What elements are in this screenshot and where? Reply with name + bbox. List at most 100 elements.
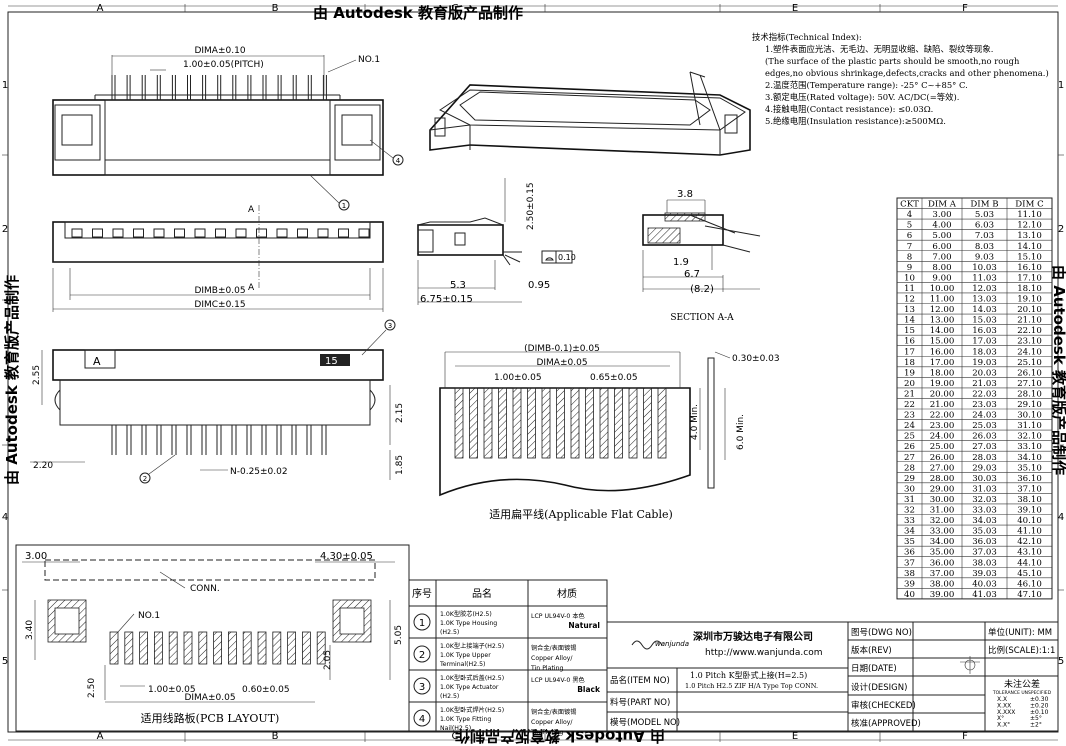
tolerance-value: ±0.20 [1030,702,1049,709]
pcb-250: 2.50 [87,678,97,698]
bottom-view: A 15 3 2 2.55 2.15 2.20 N-0.25±0.02 1.85 [30,319,405,484]
view-label-a: A [93,355,101,368]
ckt-cell: 16.00 [930,347,955,357]
approved-label: 核准(APPROVED) [851,718,921,729]
ckt-cell: 30.10 [1017,411,1042,421]
bom-header-no: 序号 [412,587,432,600]
ckt-cell: 13.03 [972,295,997,305]
fc-dima: DIMA±0.05 [536,358,587,368]
pcb-100: 1.00±0.05 [148,685,196,695]
ckt-cell: 26 [904,442,915,452]
cable-conductor [628,387,638,459]
pcb-505: 5.05 [394,625,404,645]
ckt-cell: 5 [907,221,912,231]
watermark-right: 由 Autodesk 教育版产品制作 [1050,265,1066,475]
col-label-b-bottom: B [272,731,279,742]
bom-item-name: (H2.5) [440,629,459,636]
col-label-a-bottom: A [97,731,104,742]
row-label-2: 2 [2,224,8,235]
ckt-cell: 7 [907,242,912,252]
ckt-cell: 28.03 [972,453,997,463]
ckt-cell: 34.03 [972,516,997,526]
pcb-pad [213,631,223,665]
ckt-cell: 35.00 [930,548,955,558]
ckt-cell: 27 [904,453,915,463]
ckt-cell: 36.10 [1017,474,1042,484]
bom-item-name: Terminal(H2.5) [439,661,485,668]
company-name: 深圳市万骏达电子有限公司 [693,630,813,643]
callout-4: 4 [396,157,401,165]
ckt-cell: 24.03 [972,411,997,421]
bom-item-material: Copper Alloy/ [531,655,573,662]
bom-item-name: 1.0K型上接端子(H2.5) [440,642,504,650]
ckt-cell: 37.10 [1017,484,1042,494]
tolerance-subtitle: TOLERANCE UNSPECIFIED [992,690,1052,696]
ckt-cell: 39 [904,579,915,589]
part-no-label: 料号(PART NO) [610,697,670,708]
bom-item-material: Black [577,685,601,694]
ckt-cell: 34 [904,527,915,537]
tech-index-title: 技术指标(Technical Index): [752,32,862,42]
fc-dimb: (DIMB-0.1)±0.05 [524,344,600,354]
ckt-cell: 20 [904,379,915,389]
dim-675: 6.75±0.15 [420,294,473,305]
tolerance-key: X.X° [997,722,1010,729]
front-contact [71,228,83,238]
watermark-top: 由 Autodesk 教育版产品制作 [313,4,523,22]
projection-symbol-icon [964,659,976,671]
ckt-cell: 16 [904,337,915,347]
ckt-cell: 24 [904,421,915,431]
row-label-4: 4 [2,512,8,523]
dim-255: 2.55 [32,365,42,385]
side-view: 2.50±0.15 5.3 0.95 6.75±0.15 0.10 [417,178,576,305]
ckt-cell: 26.03 [972,432,997,442]
tech-line-5: 3.额定电压(Rated voltage): 50V. AC/DC(=等效). [765,92,959,102]
ckt-header-cell: CKT [900,200,919,210]
ckt-cell: 12.03 [972,284,997,294]
tolerance-title: 未注公差 [1004,678,1040,690]
bom-item-material: LCP UL94V-0 黑色 [531,676,585,684]
ckt-cell: 41.10 [1017,527,1042,537]
cable-conductor [527,387,536,459]
ckt-cell: 31 [904,495,915,505]
section-mark-a-bottom: A [248,283,255,293]
ckt-cell: 25 [904,432,915,442]
pcb-pad [183,631,193,665]
section-a-a: 3.8 1.9 6.7 (8.2) SECTION A-A [642,189,761,323]
pcb-pad [153,631,163,665]
cable-conductor [483,387,493,459]
tolerance-value: ±0.10 [1030,709,1049,716]
ckt-cell: 5.03 [975,210,994,220]
pcb-pad [316,631,326,665]
front-view: A A DIMB±0.05 DIMC±0.15 [52,205,384,312]
bom-item-name: 1.0K型卧式焊片(H2.5) [440,706,504,714]
callout-1-circle [338,199,350,211]
ckt-cell: 4 [907,210,913,220]
front-contact [215,228,226,238]
ckt-cell: 43.10 [1017,548,1042,558]
dim-215: 2.15 [395,403,405,423]
isometric-view [429,71,751,156]
ckt-cell: 32.10 [1017,432,1042,442]
ckt-header-cell: DIM C [1015,200,1044,210]
title-block: wanjunda 深圳市万骏达电子有限公司 http://www.wanjund… [606,621,1059,732]
ckt-cell: 18.00 [930,368,955,378]
fc-065: 0.65±0.05 [590,373,638,383]
section-mark-a-top: A [248,205,255,215]
model-no-label: 模号(MODEL NO) [610,717,680,728]
ckt-cell: 26.00 [930,453,955,463]
ckt-cell: 11.00 [930,295,955,305]
ckt-cell: 10.00 [930,284,955,294]
row-label-2-right: 2 [1058,224,1064,235]
callout-2-circle [139,472,151,484]
ckt-cell: 39.00 [930,590,955,600]
tech-line-2: (The surface of the plastic parts should… [765,56,1020,66]
pcb-no1-label: NO.1 [138,611,160,621]
row-label-1: 1 [2,80,8,91]
bom-item-number: 2 [419,650,425,661]
ckt-cell: 40 [904,590,915,600]
tolerance-key: X.X [997,696,1007,703]
tech-line-3: edges,no obvious shrinkage,defects,crack… [765,68,1049,78]
dim-dima-010: DIMA±0.10 [194,46,245,56]
